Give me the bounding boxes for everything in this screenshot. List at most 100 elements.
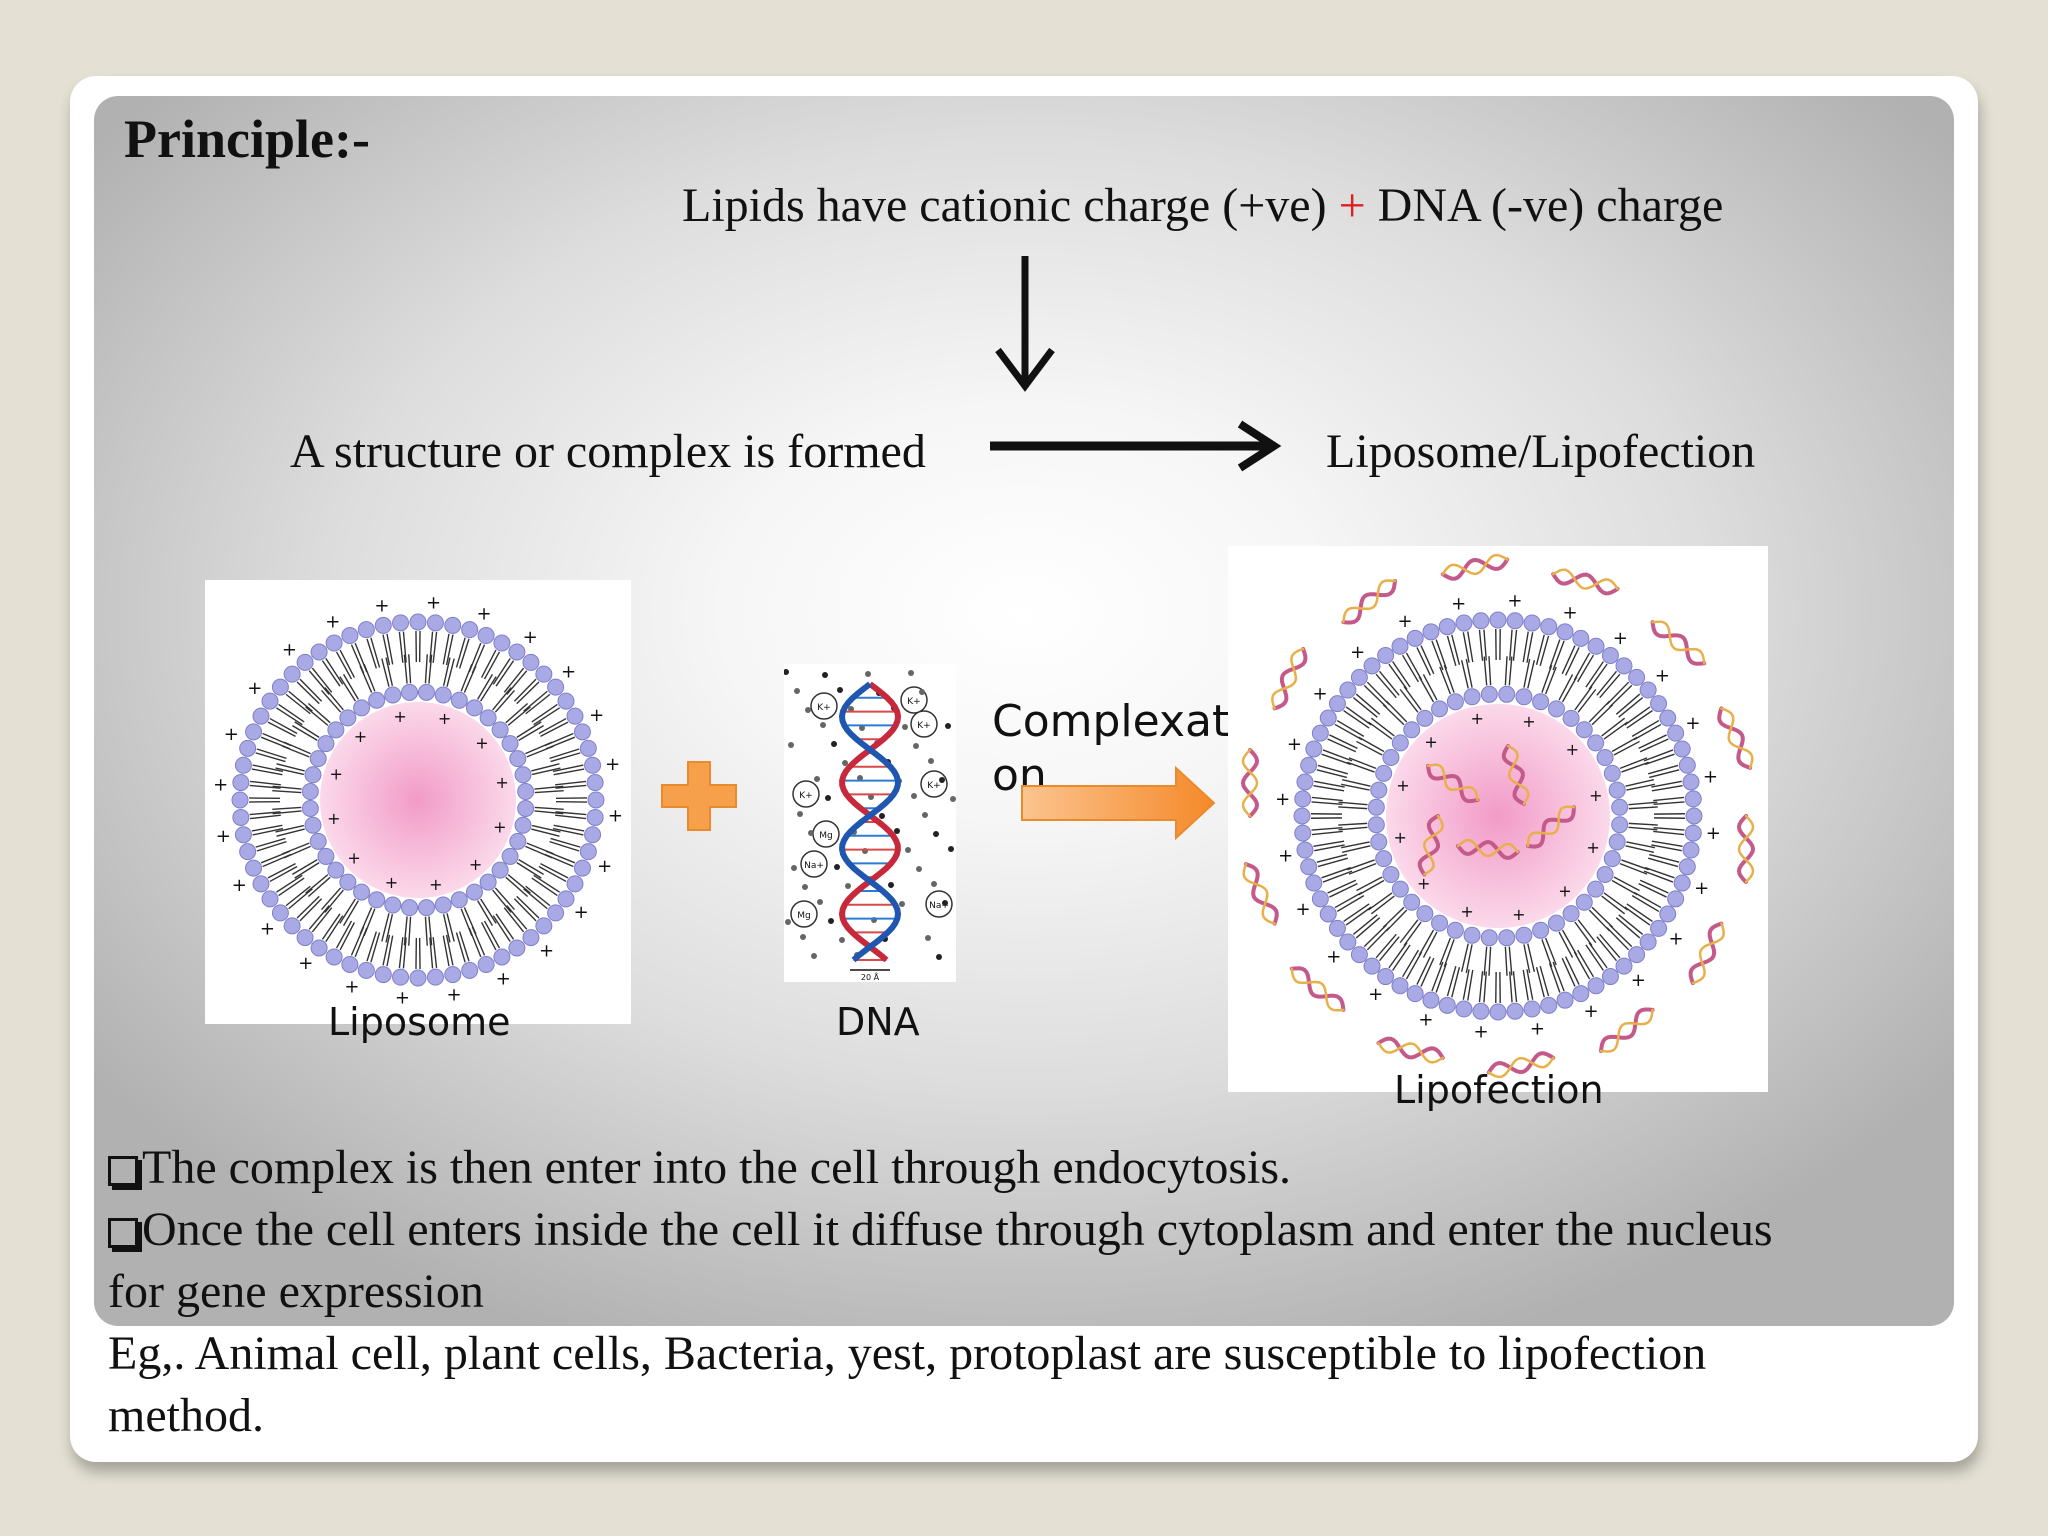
lipid-tail [1633,723,1662,741]
lipid-tail [252,764,284,773]
bullet-item-1: The complex is then enter into the cell … [108,1140,1291,1195]
lipid-head [1294,824,1312,842]
lipid-tail [272,810,302,815]
water-dot-icon [800,934,806,940]
lipid-tail [403,654,408,684]
lipid-head [1515,926,1533,944]
lipid-head [304,816,322,834]
charge-plus-icon: + [1312,684,1327,705]
lipid-tail [1355,693,1381,715]
lipid-tail [532,767,561,776]
lipid-tail [1358,736,1385,753]
lipid-head [566,875,584,893]
lipid-head [1547,700,1565,718]
lipid-tail [1626,783,1655,791]
lipid-tail [1403,921,1422,946]
lipid-tail [1313,840,1345,847]
lipid-tail [275,824,304,833]
bullet-continuation: for gene expression [108,1265,484,1318]
lipid-tail [1378,936,1400,962]
lipid-head [1339,933,1357,951]
lipid-tail [460,908,473,936]
lipid-head [547,678,565,696]
water-dot-icon [839,937,845,943]
lipid-tail [432,937,438,969]
lipid-head [1422,623,1440,641]
lipid-tail [1401,949,1419,978]
lipid-tail [555,784,587,789]
lipid-tail [1338,826,1368,831]
water-dot-icon [820,722,826,728]
charge-plus-icon: + [395,987,410,1008]
complexation-arrow-icon [1021,765,1216,841]
lipid-head [1489,1003,1507,1021]
lipid-tail [249,814,281,820]
lipid-head [1300,756,1318,774]
lipid-tail [1541,939,1553,967]
slide-heading: Principle:- [124,109,370,169]
lipid-tail [1338,801,1368,806]
lipid-head [1382,865,1400,883]
lipid-tail [1431,961,1444,992]
water-dot-icon [817,899,823,905]
lipid-tail [1431,640,1444,671]
lipid-tail [1544,666,1557,695]
lipid-head [261,890,279,908]
water-dot-icon [936,954,942,960]
dna-strand-icon [1736,814,1756,884]
lipid-tail [549,748,580,760]
lipid-tail [483,920,501,949]
lipid-tail [1558,674,1574,701]
example-line-1: Eg,. Animal cell, plant cells, Bacteria,… [108,1327,1707,1380]
lipid-tail [1329,734,1358,750]
lipid-head [327,721,345,739]
lipid-tail [1483,629,1487,661]
lipid-head [357,961,375,979]
lipid-tail [533,707,561,726]
charge-plus-icon: + [539,941,554,962]
water-dot-icon [933,831,939,837]
lipid-head [535,665,553,683]
lipid-tail [1378,670,1400,696]
lipid-tail [1375,933,1397,959]
lipid-tail [1588,663,1608,690]
lipid-head [1596,749,1614,767]
lipid-tail [1638,882,1667,898]
lipid-tail [1370,895,1395,915]
lipid-tail [251,768,283,776]
lipid-tail [1366,681,1390,705]
dna-strand-icon [1737,814,1755,884]
lipid-tail [325,657,344,685]
lipid-tail [1317,857,1349,868]
lipid-tail [428,654,433,684]
lipid-tail [1523,659,1531,688]
lipid-tail [1368,721,1393,740]
lipid-tail [525,741,553,755]
lipid-tail [1462,632,1470,663]
lipid-tail [506,670,528,695]
charge-plus-icon: + [1613,628,1628,649]
lipid-tail [495,660,515,687]
lipid-head [1377,646,1395,664]
lipid-head [493,948,511,966]
water-dot-icon [922,812,928,818]
lipid-tail [288,690,313,712]
lipid-tail [339,898,356,924]
lipid-tail [1644,753,1675,766]
lipid-tail [1603,892,1628,911]
lipid-head [1293,807,1311,825]
dna-strand-icon [1526,805,1576,849]
lipid-tail [1416,647,1432,676]
lipid-head [587,791,605,809]
lipid-tail [1313,785,1345,792]
lipid-tail [516,862,542,879]
lipid-tail [1574,686,1593,711]
lipid-tail [249,811,281,816]
lipid-head [1319,905,1337,923]
lipid-tail [1352,696,1378,718]
lipid-head [1431,914,1449,932]
lipid-tail [1508,656,1513,686]
lipid-tail [386,935,394,967]
lipid-tail [1358,879,1385,896]
lipid-head [461,961,479,979]
